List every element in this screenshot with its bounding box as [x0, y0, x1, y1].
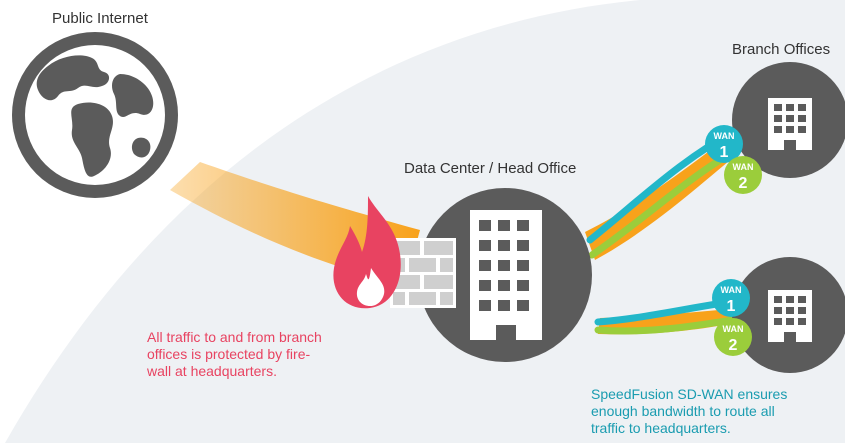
- speedfusion-note: SpeedFusion SD-WAN ensures enough bandwi…: [591, 386, 787, 437]
- branch-office-1: [732, 62, 845, 178]
- wan1-badge-branch1: WAN 1: [705, 125, 743, 163]
- window: [798, 126, 806, 133]
- door: [496, 325, 516, 340]
- window: [479, 260, 491, 271]
- door: [784, 140, 796, 150]
- window: [786, 307, 794, 314]
- window: [774, 307, 782, 314]
- window: [798, 115, 806, 122]
- window: [498, 300, 510, 311]
- window: [517, 300, 529, 311]
- window: [774, 104, 782, 111]
- window: [479, 280, 491, 291]
- svg-text:WAN: WAN: [723, 324, 744, 334]
- window: [774, 126, 782, 133]
- window: [798, 104, 806, 111]
- speedfusion-note-line: traffic to headquarters.: [591, 420, 731, 436]
- speedfusion-note-line: enough bandwidth to route all: [591, 403, 775, 419]
- door: [784, 332, 796, 342]
- wan2-badge-branch2: WAN 2: [714, 318, 752, 356]
- wan2-badge-branch1: WAN 2: [724, 156, 762, 194]
- window: [517, 280, 529, 291]
- window: [786, 318, 794, 325]
- window: [798, 318, 806, 325]
- window: [479, 220, 491, 231]
- svg-text:2: 2: [729, 337, 738, 354]
- window: [786, 104, 794, 111]
- firewall-note-line: offices is protected by fire-: [147, 346, 311, 362]
- building-icon: [470, 210, 542, 340]
- firewall-note-line: wall at headquarters.: [147, 363, 277, 379]
- window: [517, 240, 529, 251]
- window: [786, 115, 794, 122]
- window: [517, 220, 529, 231]
- building-icon: [768, 290, 812, 342]
- window: [498, 260, 510, 271]
- firewall-note: All traffic to and from branch offices i…: [147, 329, 322, 380]
- svg-text:WAN: WAN: [721, 285, 742, 295]
- brick-wall-icon: [390, 238, 456, 308]
- window: [774, 318, 782, 325]
- speedfusion-note-line: SpeedFusion SD-WAN ensures: [591, 386, 788, 402]
- svg-text:WAN: WAN: [714, 131, 735, 141]
- globe-icon: [12, 32, 178, 198]
- window: [786, 126, 794, 133]
- public-internet-label: Public Internet: [52, 10, 148, 27]
- window: [498, 220, 510, 231]
- data-center-label: Data Center / Head Office: [404, 160, 577, 177]
- window: [774, 115, 782, 122]
- svg-text:1: 1: [727, 298, 736, 315]
- window: [786, 296, 794, 303]
- window: [774, 296, 782, 303]
- window: [498, 240, 510, 251]
- wan1-badge-branch2: WAN 1: [712, 279, 750, 317]
- window: [479, 240, 491, 251]
- svg-text:2: 2: [739, 175, 748, 192]
- branch-offices-label: Branch Offices: [732, 41, 831, 58]
- branch-office-2: [732, 257, 845, 373]
- window: [517, 260, 529, 271]
- svg-text:WAN: WAN: [733, 162, 754, 172]
- svg-text:1: 1: [720, 144, 729, 161]
- firewall-note-line: All traffic to and from branch: [147, 329, 322, 345]
- building-icon: [768, 98, 812, 150]
- window: [498, 280, 510, 291]
- window: [479, 300, 491, 311]
- window: [798, 307, 806, 314]
- window: [798, 296, 806, 303]
- firewall-flame-icon: [333, 196, 401, 309]
